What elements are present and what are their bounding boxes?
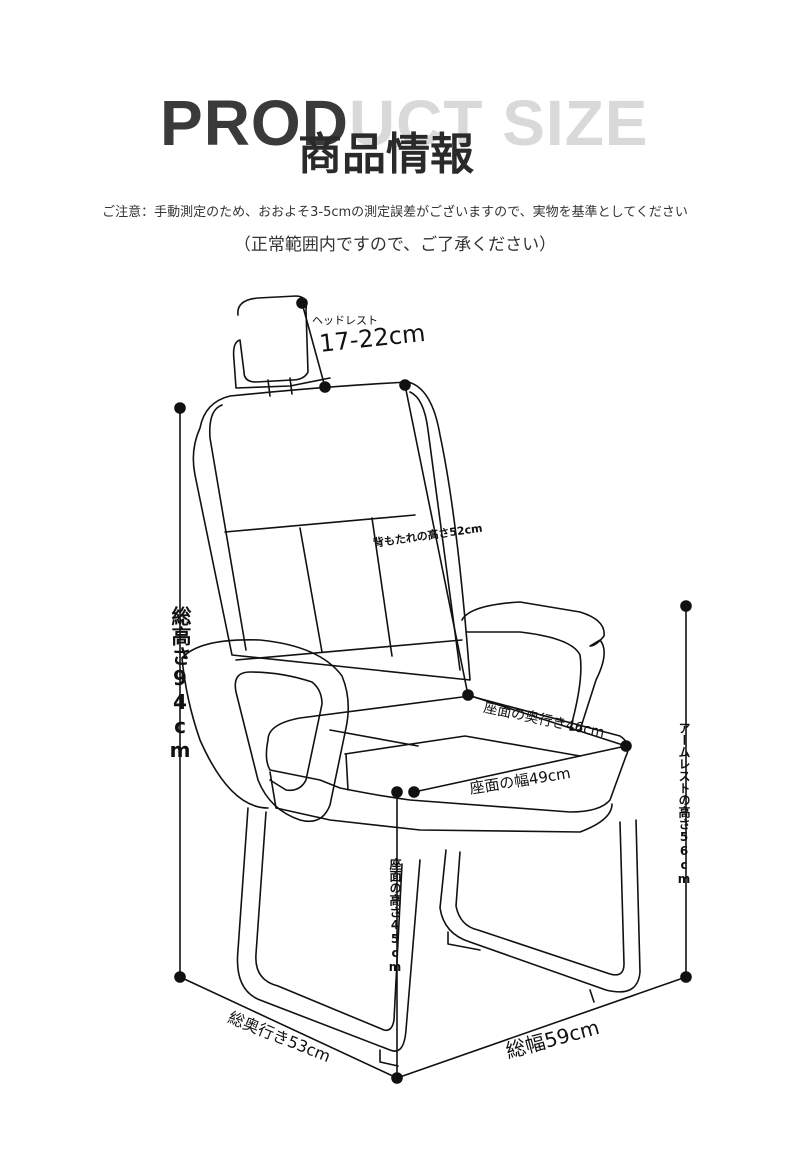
headrest-post (267, 377, 293, 397)
header: PRODUCT SIZE 商品情報 ご注意：手動測定のため、おおよそ3-5cmの… (0, 0, 790, 255)
chair-drawing (174, 295, 692, 1084)
japanese-title: 商品情報 (298, 129, 474, 180)
headrest-dot-bottom (319, 381, 331, 393)
measurement-notice-sub: （正常範囲内ですので、ご了承ください） (233, 235, 557, 255)
english-title-dark: PROD (160, 87, 349, 159)
seat-base (269, 771, 613, 833)
armrest-dot-top (680, 600, 692, 612)
seat-height-label: 座面の高さ45cm (388, 858, 402, 974)
backrest-measure-line (404, 384, 469, 696)
right-leg-frame (439, 819, 641, 993)
seat-seam (329, 729, 581, 791)
left-armrest (181, 639, 350, 823)
total-depth-measure-line (179, 976, 398, 1079)
seat-height-dot-top (391, 786, 403, 798)
headrest-label: ヘッドレスト (312, 314, 378, 327)
backrest-inner (208, 391, 461, 671)
seat-cushion (265, 695, 629, 813)
armrest-height-label: アームレストの高さ56cm (677, 722, 691, 886)
seat-width-measure-line (413, 745, 627, 793)
headrest-dot-top (296, 297, 308, 309)
headrest-shape (232, 295, 331, 389)
backrest-seams (224, 514, 463, 661)
chair-dimension-diagram: ヘッドレスト 17-22cm 背もたれの高さ52cm 総高さ94cm 座面の奥行… (0, 260, 790, 1157)
measurement-notice: ご注意：手動測定のため、おおよそ3-5cmの測定誤差がございますので、実物を基準… (102, 205, 688, 220)
total-height-label: 総高さ94cm (168, 606, 192, 762)
english-title-light: UCT SIZE (348, 87, 649, 159)
english-title: PRODUCT SIZE (160, 86, 680, 160)
total-width-measure-line (396, 976, 687, 1079)
height-dot-top (174, 402, 186, 414)
leg-feet (379, 931, 595, 1067)
backrest-outer (192, 381, 471, 681)
seat-width-dot (408, 786, 420, 798)
depth-seat-measure-line (467, 694, 627, 747)
right-armrest (461, 601, 605, 731)
left-leg-frame (236, 807, 421, 1052)
backrest-dot-top (399, 379, 411, 391)
headrest-measure-line (301, 302, 326, 388)
